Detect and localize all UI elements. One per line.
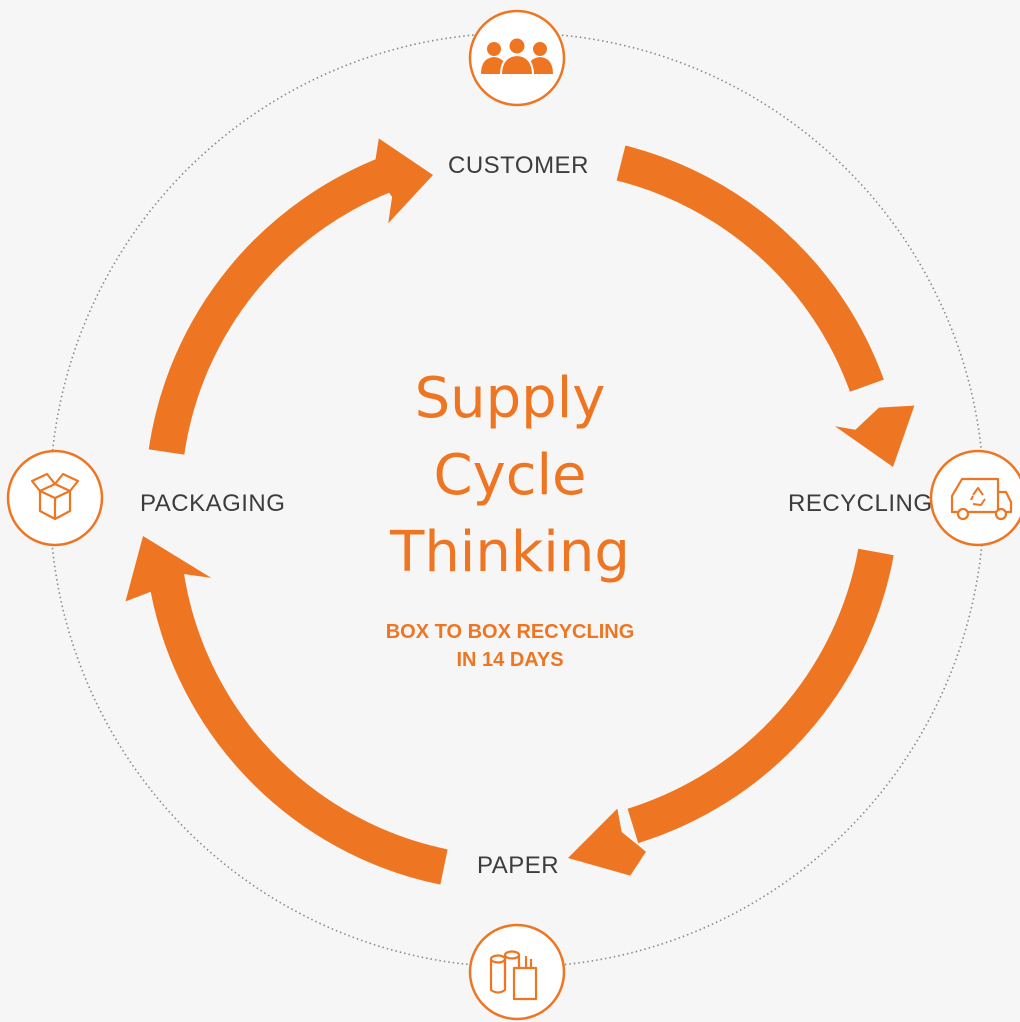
paper-node: [468, 923, 566, 1021]
recycling-truck-icon: [950, 477, 1013, 521]
arrow-paper-to-packaging: [125, 536, 448, 885]
subtitle-line: IN 14 DAYS: [456, 649, 564, 671]
title-line: Cycle: [433, 443, 587, 508]
customers-icon: [481, 36, 553, 76]
arrow-customer-to-recycling: [616, 145, 915, 467]
recycling-label: RECYCLING: [788, 490, 933, 517]
title-line: Thinking: [390, 520, 630, 585]
recycling-node: [929, 449, 1020, 547]
paper-label: PAPER: [477, 852, 560, 879]
packaging-label: PACKAGING: [140, 490, 286, 517]
diagram-subtitle: BOX TO BOX RECYCLING IN 14 DAYS: [330, 618, 690, 674]
open-box-icon: [30, 472, 80, 521]
customer-label: CUSTOMER: [448, 152, 589, 179]
arrow-packaging-to-customer: [148, 138, 433, 455]
packaging-node: [6, 449, 104, 547]
diagram-title: Supply Cycle Thinking: [330, 360, 690, 591]
title-line: Supply: [414, 366, 606, 431]
paper-rolls-icon: [489, 950, 538, 1001]
arrow-recycling-to-paper: [568, 548, 894, 876]
customer-node: [468, 9, 566, 107]
subtitle-line: BOX TO BOX RECYCLING: [385, 621, 635, 643]
